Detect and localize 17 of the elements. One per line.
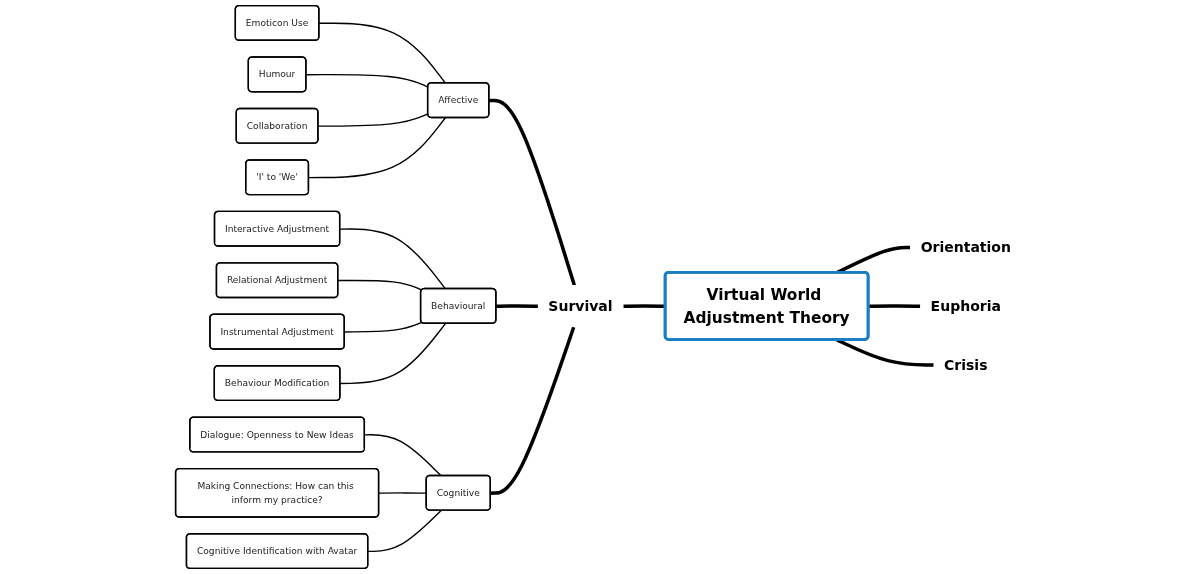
connector [339,228,447,290]
node-text: Crisis [944,356,988,374]
connector [489,98,577,286]
connector [339,322,447,385]
connector [496,304,539,308]
connector [337,279,423,291]
connector [490,326,576,495]
connector [623,304,666,308]
connector [364,434,442,477]
node-text: Orientation [920,238,1011,256]
connector [308,117,447,179]
node-text: Survival [548,297,613,315]
node-text: Euphoria [930,297,1001,315]
connector [367,509,442,553]
connector [868,304,921,308]
connector [318,22,447,84]
connector [317,113,429,127]
